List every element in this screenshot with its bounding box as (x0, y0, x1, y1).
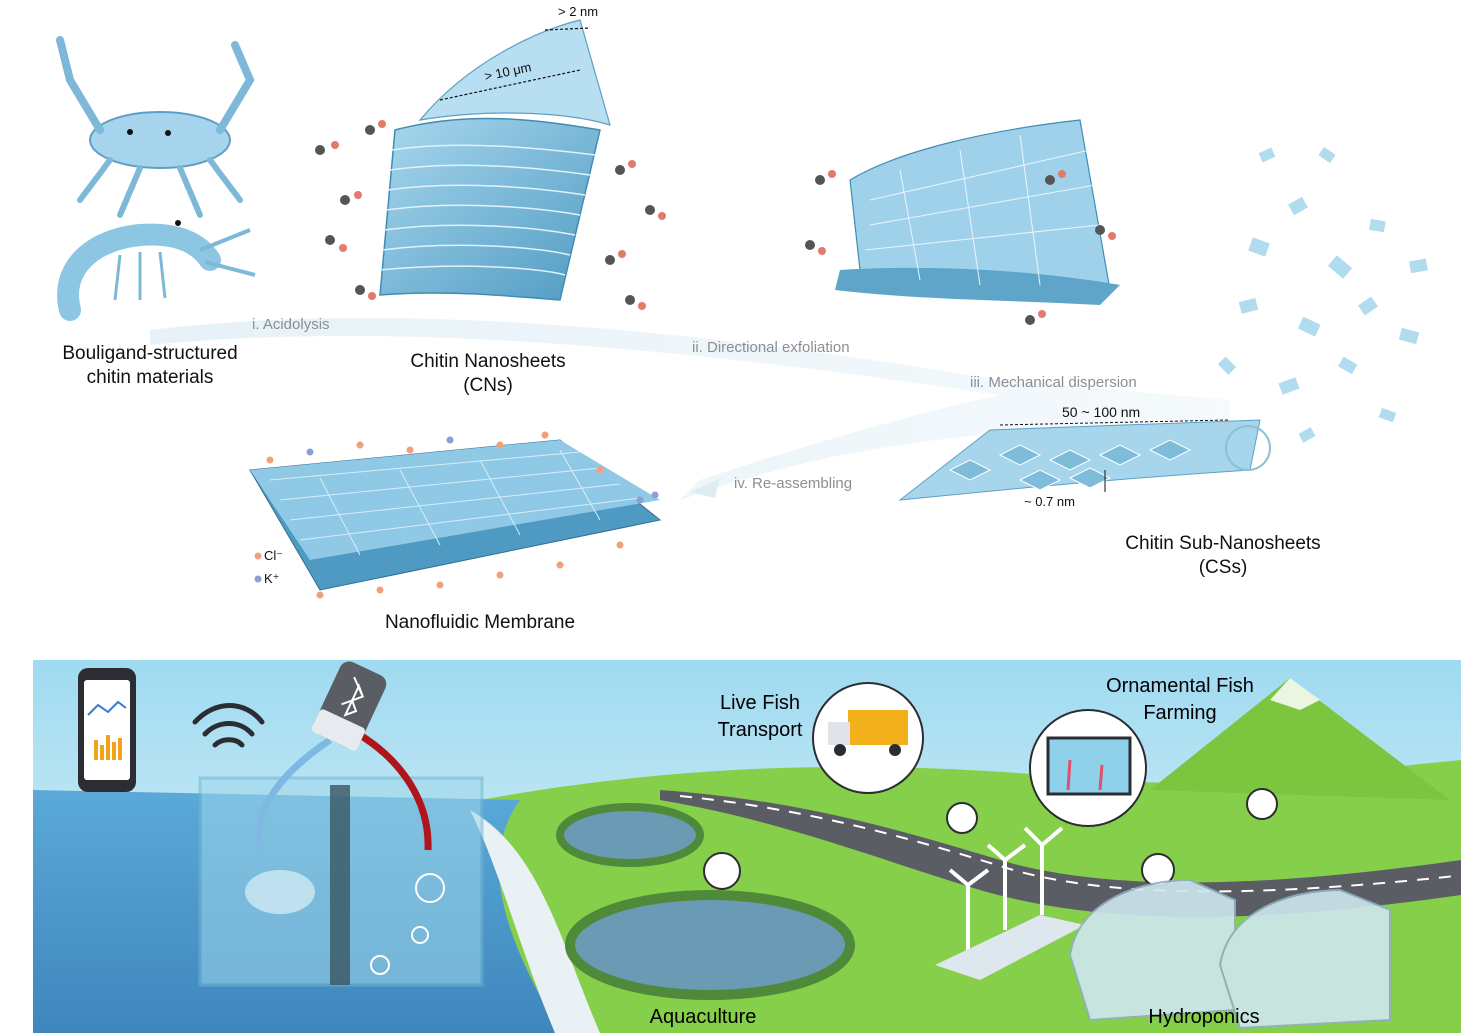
cation-label: K⁺ (264, 571, 280, 586)
cs-length-label: 50 ~ 100 nm (1062, 404, 1141, 420)
chitin-nanosheets-stack (379, 19, 611, 301)
step-directional-exfoliation: ii. Directional exfoliation (692, 339, 850, 356)
anion-label: Cl⁻ (264, 548, 284, 563)
crab-illustration (56, 36, 255, 218)
ornamental-label-line2: Farming (1143, 702, 1217, 724)
process-diagram (56, 19, 1428, 599)
cns-label-line1: Chitin Nanosheets (410, 351, 566, 372)
ornamental-label-line1: Ornamental Fish (1106, 675, 1254, 697)
nanofluidic-membrane (249, 439, 662, 591)
bluetooth-icon (311, 661, 387, 751)
hydroponics-label: Hydroponics (1148, 1006, 1260, 1028)
css-label-line1: Chitin Sub-Nanosheets (1125, 533, 1321, 554)
reassemble-arrow-head (690, 478, 720, 498)
cns-label-line2: (CNs) (463, 375, 513, 396)
live-fish-transport-label: Live Fish Transport (700, 690, 820, 744)
sub-nanosheet (898, 419, 1271, 501)
wifi-icon (192, 703, 265, 748)
css-label: Chitin Sub-Nanosheets (CSs) (1108, 532, 1338, 580)
cn-length-marker (439, 27, 591, 101)
truck-icon (812, 682, 924, 794)
grassland (480, 760, 1461, 1033)
aquaculture-label: Aquaculture (649, 1006, 757, 1028)
cs-thickness-label: ~ 0.7 nm (1024, 494, 1075, 509)
ornamental-fish-farming-label: Ornamental Fish Farming (1090, 673, 1270, 727)
step-mechanical-dispersion: iii. Mechanical dispersion (970, 374, 1137, 391)
pond-small (556, 803, 704, 867)
membrane-ions (254, 431, 659, 599)
transport-label-line2: Transport (717, 719, 803, 741)
css-label-line2: (CSs) (1198, 557, 1248, 578)
source-label-line2: chitin materials (86, 367, 214, 388)
solar-platform (935, 915, 1085, 980)
wind-turbine-icon (948, 826, 1064, 950)
acid-molecules-left (315, 120, 666, 310)
dispersed-sub-nanosheets (1217, 146, 1428, 443)
sensor-tank (198, 732, 484, 987)
transport-label-line1: Live Fish (719, 692, 801, 714)
sea (33, 790, 560, 1033)
road (660, 790, 1461, 917)
shrimp-illustration (57, 220, 256, 321)
wifi-badges (703, 788, 1278, 890)
source-material-label: Bouligand-structured chitin materials (40, 342, 260, 390)
cn-thickness-label: > 2 nm (558, 4, 599, 19)
source-label-line1: Bouligand-structured (62, 343, 238, 364)
aquarium-icon (1029, 709, 1147, 827)
smartphone-icon (78, 668, 136, 792)
exfoliating-sheet (805, 119, 1120, 325)
step-reassembling: iv. Re-assembling (734, 475, 853, 492)
pond-large (565, 890, 855, 1000)
process-flow-band (150, 318, 1230, 500)
step-acidolysis: i. Acidolysis (252, 316, 330, 333)
jellyfish (245, 870, 315, 914)
membrane-label: Nanofluidic Membrane (384, 612, 576, 633)
cns-label: Chitin Nanosheets (CNs) (388, 350, 588, 398)
beach (470, 810, 600, 1033)
